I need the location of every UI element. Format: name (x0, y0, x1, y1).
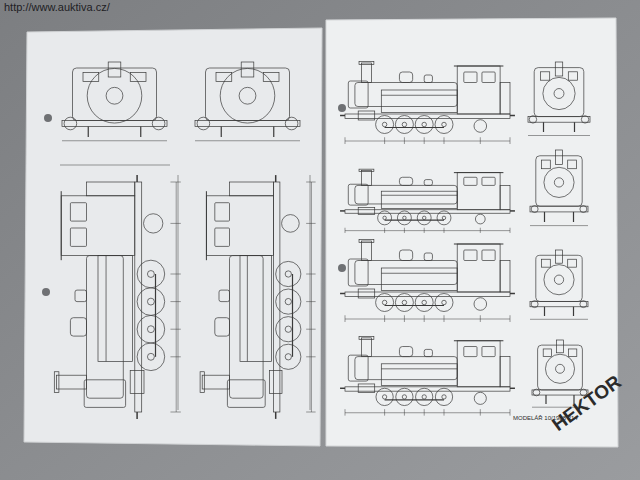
locomotive-drawings (54, 62, 590, 419)
punch-hole (44, 114, 52, 122)
side-view (340, 169, 515, 233)
end-view (195, 62, 300, 141)
end-view (530, 150, 588, 226)
side-view (340, 62, 515, 145)
end-view (528, 62, 590, 136)
end-view (62, 62, 167, 141)
end-view (530, 250, 588, 319)
right-sheet (326, 18, 618, 447)
punch-hole (338, 264, 346, 272)
side-view (340, 240, 515, 323)
side-view (340, 336, 515, 415)
watermark-url: http://www.auktiva.cz/ (4, 1, 110, 13)
left-sheet (24, 28, 322, 446)
side-view-vertical (54, 175, 181, 419)
side-view-vertical (200, 175, 316, 419)
punch-hole (42, 288, 50, 296)
punch-hole (338, 104, 346, 112)
